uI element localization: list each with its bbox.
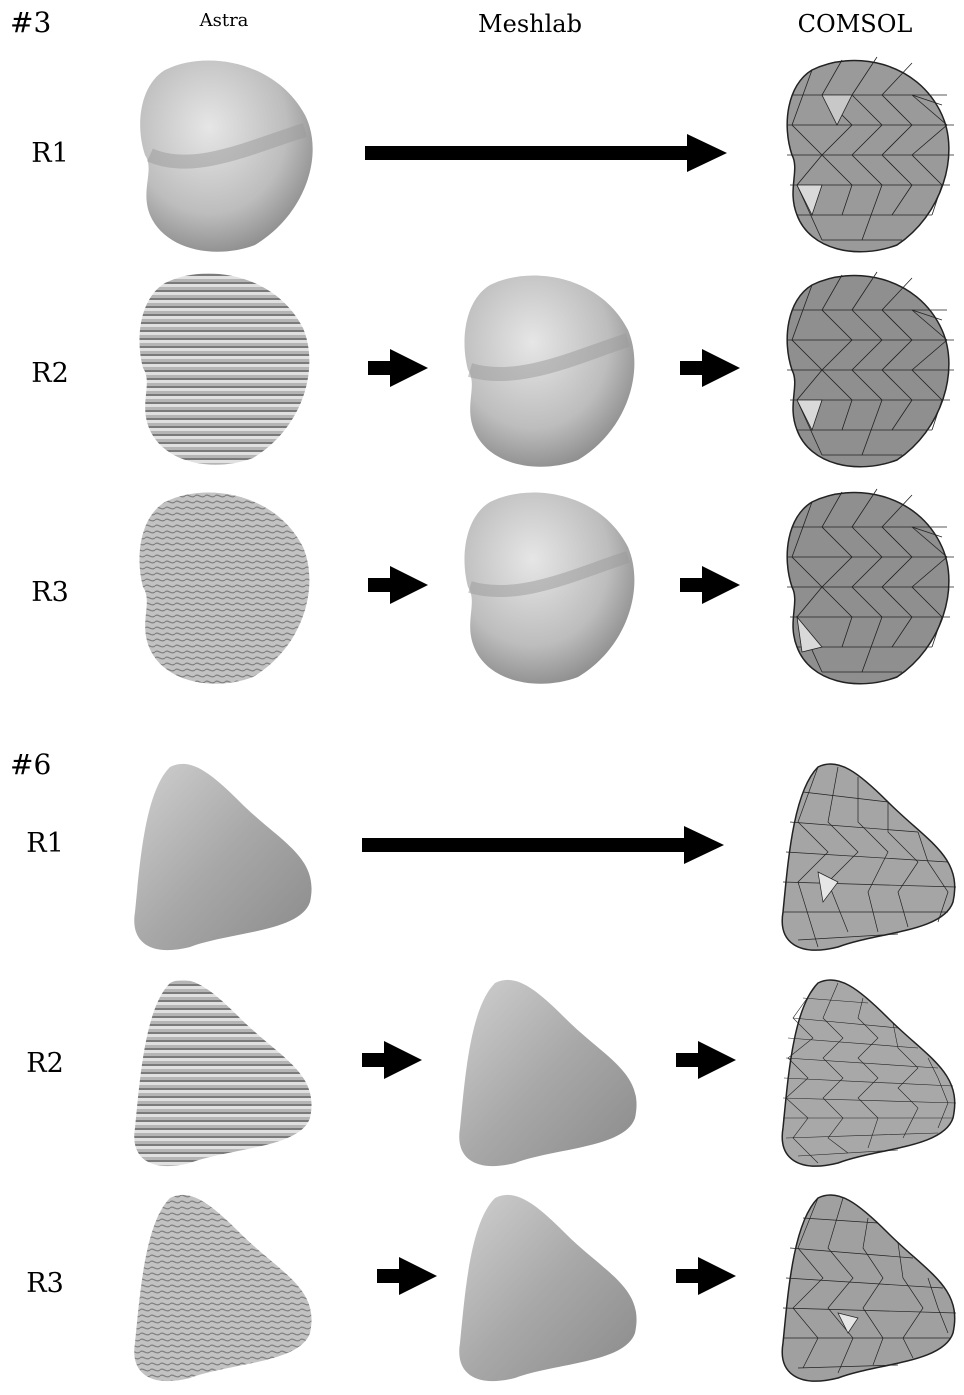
column-header-astra: Astra [124,10,324,31]
short-arrow [680,347,742,389]
long-arrow [362,824,727,866]
short-arrow [377,1255,439,1297]
row-label-r1: R1 [10,828,80,859]
meshlab-smooth-surface [455,1193,645,1388]
astra-smooth-surface [130,762,320,957]
astra-rough-surface [135,487,315,687]
group-label-3: #3 [10,6,51,39]
astra-voxel-surface [135,268,315,468]
meshlab-smooth-surface [460,487,640,687]
column-header-comsol: COMSOL [755,10,955,38]
short-arrow [676,1039,738,1081]
comsol-mesh [778,762,963,957]
long-arrow [365,132,730,174]
row-label-r2: R2 [10,1048,80,1079]
group-label-6: #6 [10,748,51,781]
row-label-r3: R3 [10,1268,80,1299]
comsol-mesh [778,978,963,1173]
short-arrow [368,564,430,606]
short-arrow [676,1255,738,1297]
astra-rough-surface [130,1193,320,1388]
short-arrow [368,347,430,389]
short-arrow [362,1039,424,1081]
comsol-mesh [782,270,957,470]
meshlab-smooth-surface [455,978,645,1173]
comsol-mesh [778,1193,963,1388]
comsol-mesh [782,487,957,687]
row-label-r2: R2 [15,358,85,389]
astra-voxel-surface [130,978,320,1173]
short-arrow [680,564,742,606]
astra-smooth-surface [135,55,320,255]
row-label-r3: R3 [15,577,85,608]
column-header-meshlab: Meshlab [430,10,630,38]
row-label-r1: R1 [15,138,85,169]
meshlab-smooth-surface [460,270,640,470]
comsol-mesh [782,55,957,255]
